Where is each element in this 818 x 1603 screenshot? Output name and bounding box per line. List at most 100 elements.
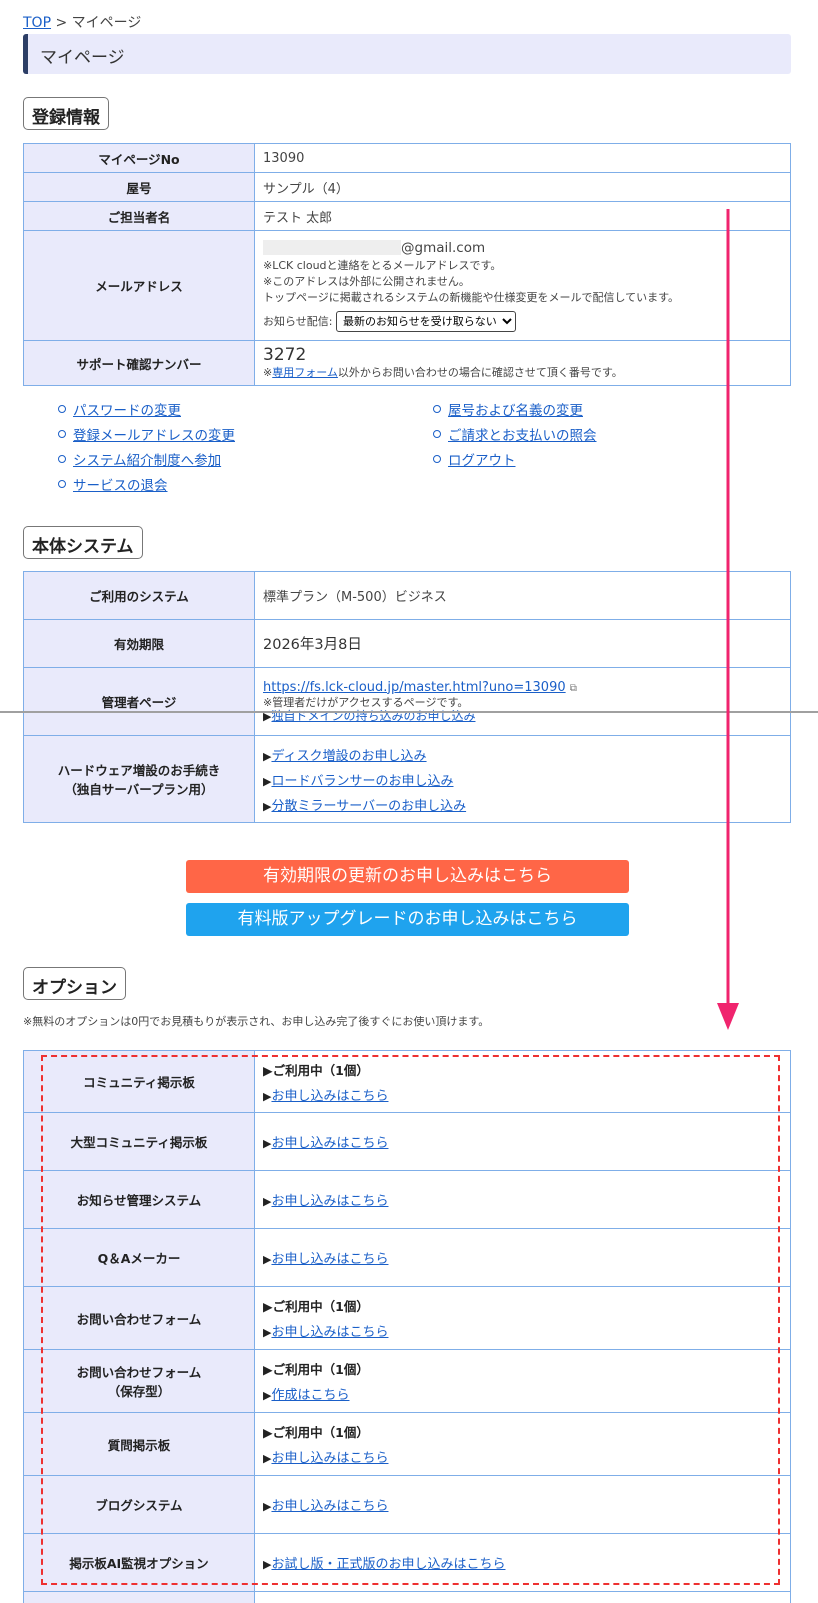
- option-cell: ▶お試し版・正式版のお申し込みはこちら: [254, 1533, 791, 1592]
- breadcrumb-separator: >: [55, 15, 68, 31]
- option-cell: ▶お申し込みはこちら: [254, 1228, 791, 1287]
- row-label-plan: ご利用のシステム: [23, 571, 255, 620]
- account-links-right: 屋号および名義の変更 ご請求とお支払いの照会 ログアウト: [433, 399, 597, 474]
- option-apply-link[interactable]: お申し込みはこちら: [271, 1194, 389, 1209]
- triangle-icon: ▶: [263, 799, 272, 813]
- list-item: ご請求とお支払いの照会: [433, 424, 597, 449]
- name-change-link[interactable]: 屋号および名義の変更: [448, 403, 583, 419]
- triangle-icon: ▶: [263, 774, 272, 788]
- triangle-icon: ▶: [263, 1452, 272, 1465]
- option-apply-link[interactable]: お申し込みはこちら: [271, 1136, 389, 1151]
- triangle-icon: ▶: [263, 749, 272, 763]
- triangle-icon: ▶: [263, 1389, 272, 1402]
- notify-select[interactable]: 最新のお知らせを受け取らない: [336, 310, 516, 332]
- renew-button[interactable]: 有効期限の更新のお申し込みはこちら: [186, 860, 629, 893]
- option-apply-link[interactable]: お申し込みはこちら: [271, 1252, 389, 1267]
- support-note-text: 以外からお問い合わせの場合に確認させて頂く番号です。: [337, 365, 623, 379]
- registration-table: マイページNo 13090 屋号 サンプル（4） ご担当者名 テスト 太郎 メー…: [23, 143, 791, 386]
- breadcrumb-top-link[interactable]: TOP: [23, 15, 52, 31]
- option-create-link[interactable]: 作成はこちら: [271, 1388, 350, 1403]
- plan-value: 標準プラン（M-500）ビジネス: [254, 571, 791, 620]
- options-note: ※無料のオプションは0円でお見積もりが表示され、お申し込み完了後すぐにお使い頂け…: [23, 1015, 490, 1028]
- option-label: お問い合わせフォーム （保存型）: [23, 1349, 255, 1413]
- unsubscribe-link[interactable]: サービスの退会: [73, 478, 168, 494]
- triangle-icon: ▶: [263, 1425, 273, 1440]
- list-item: 屋号および名義の変更: [433, 399, 597, 424]
- page-title: マイページ: [23, 34, 791, 74]
- list-item: 登録メールアドレスの変更: [58, 424, 235, 449]
- admin-cell: https://fs.lck-cloud.jp/master.html?uno=…: [254, 667, 791, 736]
- option-cell: ▶ご利用中（1個） ▶お申し込みはこちら: [254, 1412, 791, 1476]
- email-note-2: ※このアドレスは外部に公開されません。: [263, 274, 470, 288]
- option-status: ご利用中（1個）: [272, 1062, 369, 1078]
- row-label-admin: 管理者ページ: [23, 667, 255, 736]
- referral-link[interactable]: システム紹介制度へ参加: [73, 453, 222, 469]
- breadcrumb-current: マイページ: [71, 15, 142, 31]
- row-label-email: メールアドレス: [23, 230, 255, 341]
- options-table: コミュニティ掲示板 ▶ご利用中（1個） ▶お申し込みはこちら 大型コミュニティ掲…: [23, 1050, 791, 1603]
- option-label: Q＆Aメーカー: [23, 1228, 255, 1287]
- option-label: 質問掲示板: [23, 1412, 255, 1476]
- option-apply-link[interactable]: お申し込みはこちら: [271, 1088, 389, 1104]
- support-number: 3272: [263, 344, 307, 365]
- option-label: ブログシステム: [23, 1475, 255, 1534]
- email-redacted: [263, 240, 401, 255]
- admin-note: ※管理者だけがアクセスするページです。: [263, 695, 469, 709]
- upgrade-button[interactable]: 有料版アップグレードのお申し込みはこちら: [186, 903, 629, 936]
- load-balancer-link[interactable]: ロードバランサーのお申し込み: [271, 773, 454, 789]
- option-label: 大型コミュニティ掲示板: [23, 1112, 255, 1171]
- section-heading-registration: 登録情報: [23, 97, 109, 130]
- disk-expansion-link[interactable]: ディスク増設のお申し込み: [271, 748, 427, 764]
- email-note-3: トップページに掲載されるシステムの新機能や仕様変更をメールで配信しています。: [263, 290, 680, 304]
- triangle-icon: ▶: [263, 1362, 273, 1377]
- email-domain: @gmail.com: [401, 239, 486, 256]
- triangle-icon: ▶: [263, 709, 272, 723]
- triangle-icon: ▶: [263, 1195, 272, 1208]
- option-apply-link[interactable]: お申し込みはこちら: [271, 1499, 389, 1514]
- option-label-line1: お問い合わせフォーム: [76, 1365, 202, 1380]
- option-status: ご利用中（1個）: [272, 1299, 369, 1314]
- account-links-left: パスワードの変更 登録メールアドレスの変更 システム紹介制度へ参加 サービスの退…: [58, 399, 235, 499]
- admin-url-link[interactable]: https://fs.lck-cloud.jp/master.html?uno=…: [263, 679, 566, 695]
- email-change-link[interactable]: 登録メールアドレスの変更: [73, 428, 235, 444]
- expiry-value: 2026年3月8日: [254, 619, 791, 668]
- hardware-cell: ▶ディスク増設のお申し込み ▶ロードバランサーのお申し込み ▶分散ミラーサーバー…: [254, 735, 791, 823]
- list-item: システム紹介制度へ参加: [58, 449, 235, 474]
- password-change-link[interactable]: パスワードの変更: [73, 403, 181, 419]
- section-heading-system: 本体システム: [23, 526, 143, 559]
- mirror-server-link[interactable]: 分散ミラーサーバーのお申し込み: [271, 798, 467, 814]
- billing-link[interactable]: ご請求とお支払いの照会: [448, 428, 597, 444]
- support-cell: 3272 ※専用フォーム以外からお問い合わせの場合に確認させて頂く番号です。: [254, 340, 791, 386]
- triangle-icon: ▶: [263, 1253, 272, 1266]
- triangle-icon: ▶: [263, 1299, 273, 1314]
- external-link-icon: ⧉: [569, 682, 577, 694]
- option-status: ご利用中（1個）: [272, 1362, 369, 1377]
- system-table: ご利用のシステム 標準プラン（M-500）ビジネス 有効期限 2026年3月8日…: [23, 571, 791, 823]
- option-cell: [254, 1591, 791, 1603]
- logout-link[interactable]: ログアウト: [448, 453, 516, 469]
- option-cell: ▶ご利用中（1個） ▶お申し込みはこちら: [254, 1050, 791, 1113]
- support-note-prefix: ※: [263, 365, 273, 379]
- row-label-support: サポート確認ナンバー: [23, 340, 255, 386]
- option-apply-link[interactable]: お申し込みはこちら: [271, 1451, 389, 1466]
- row-label-hardware: ハードウェア増設のお手続き （独自サーバープラン用）: [23, 735, 255, 823]
- list-item: サービスの退会: [58, 474, 235, 499]
- row-label-contact: ご担当者名: [23, 201, 255, 231]
- option-status: ご利用中（1個）: [272, 1425, 369, 1440]
- section-heading-options: オプション: [23, 967, 126, 1000]
- option-apply-link[interactable]: お試し版・正式版のお申し込みはこちら: [271, 1557, 506, 1572]
- divider-line: [0, 711, 818, 713]
- triangle-icon: ▶: [263, 1558, 272, 1571]
- option-apply-link[interactable]: お申し込みはこちら: [271, 1325, 389, 1340]
- option-label: お問い合わせフォーム: [23, 1286, 255, 1350]
- option-cell: ▶ご利用中（1個） ▶お申し込みはこちら: [254, 1286, 791, 1350]
- triangle-icon: ▶: [263, 1089, 272, 1103]
- triangle-icon: ▶: [263, 1500, 272, 1513]
- notify-label: お知らせ配信:: [263, 314, 333, 328]
- triangle-icon: ▶: [263, 1062, 273, 1078]
- breadcrumb: TOP > マイページ: [23, 12, 141, 32]
- support-form-link[interactable]: 専用フォーム: [272, 365, 338, 379]
- option-cell: ▶お申し込みはこちら: [254, 1170, 791, 1229]
- arrow-head: [717, 1003, 739, 1030]
